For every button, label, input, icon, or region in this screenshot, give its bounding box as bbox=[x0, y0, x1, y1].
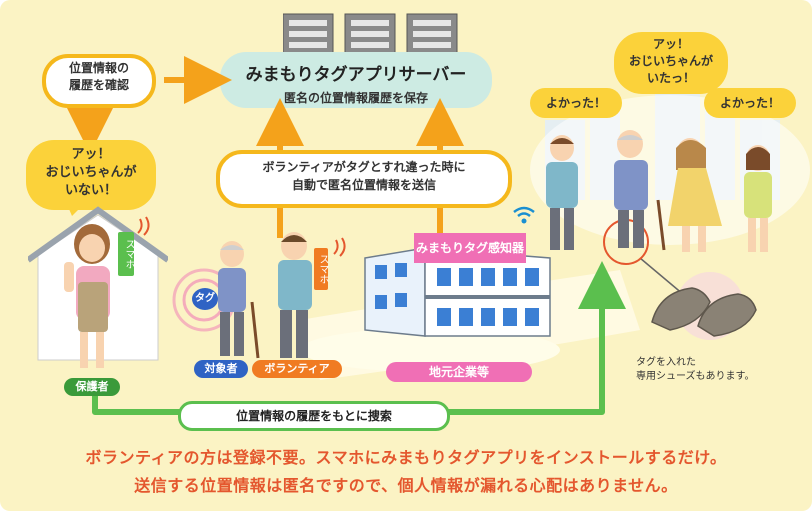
guardian-label: 保護者 bbox=[64, 378, 120, 396]
server-title: みまもりタグアプリサーバー bbox=[245, 65, 467, 85]
guardian-person-icon bbox=[64, 224, 110, 368]
server-subtitle: 匿名の位置情報履歴を保存 bbox=[283, 91, 428, 105]
history-check-bubble: 位置情報の 履歴を確認 bbox=[42, 54, 156, 108]
shoes-note-line1: タグを入れた bbox=[636, 357, 696, 368]
tag-shoes-icon bbox=[651, 272, 757, 340]
guardian-alert-line3: いない！ bbox=[64, 183, 117, 198]
footer-line1: ボランティアの方は登録不要。スマホにみまもりタグアプリをインストールするだけ。 bbox=[85, 448, 727, 467]
guardian-alert-line2: おじいちゃんが bbox=[45, 165, 137, 180]
yokatta-left-text: よかった！ bbox=[545, 96, 606, 110]
elderly-target-person-icon bbox=[218, 241, 260, 359]
guardian-alert-line1: アッ！ bbox=[71, 147, 111, 162]
volunteer-label: ボランティア bbox=[252, 360, 342, 378]
local-business-label: 地元企業等 bbox=[386, 362, 532, 382]
found-line2: おじいちゃんが bbox=[628, 54, 713, 68]
guardian-alert-bubble: アッ！ おじいちゃんが いない！ bbox=[26, 140, 156, 210]
tag-badge: タグ bbox=[192, 288, 218, 310]
found-bubble: アッ！ おじいちゃんが いたっ！ bbox=[614, 32, 728, 94]
shoes-note: タグを入れた 専用シューズもあります。 bbox=[636, 356, 796, 384]
yokatta-right-bubble: よかった！ bbox=[704, 88, 796, 118]
found-line1: アッ！ bbox=[652, 37, 689, 51]
search-label: 位置情報の履歴をもとに捜索 bbox=[236, 409, 392, 423]
footer-line2: 送信する位置情報は匿名ですので、個人情報が漏れる心配はありません。 bbox=[134, 476, 678, 495]
history-check-line2: 履歴を確認 bbox=[68, 78, 129, 92]
shoes-note-line2: 専用シューズもあります。 bbox=[636, 371, 755, 382]
smartphone-volunteer-label: スマホ bbox=[317, 254, 328, 284]
volunteer-note-line1: ボランティアがタグとすれ違った時に bbox=[262, 160, 466, 174]
history-check-line1: 位置情報の bbox=[68, 61, 129, 75]
smartphone-guardian-label: スマホ bbox=[123, 239, 134, 269]
detector-label: みまもりタグ感知器 bbox=[414, 233, 526, 263]
found-line3: いたっ！ bbox=[646, 71, 695, 85]
wifi-signal-icon bbox=[513, 206, 535, 224]
smartphone-guardian-icon: スマホ bbox=[118, 232, 134, 276]
server-rack-icons bbox=[283, 13, 458, 55]
volunteer-note-line2: 自動で匿名位置情報を送信 bbox=[291, 178, 436, 192]
target-person-label: 対象者 bbox=[194, 360, 248, 378]
yokatta-right-text: よかった！ bbox=[719, 96, 780, 110]
yokatta-left-bubble: よかった！ bbox=[530, 88, 622, 118]
volunteer-note-bubble: ボランティアがタグとすれ違った時に 自動で匿名位置情報を送信 bbox=[216, 150, 512, 208]
volunteer-person-icon bbox=[278, 232, 312, 358]
bubble-tail bbox=[66, 202, 86, 216]
tag-label: タグ bbox=[195, 293, 215, 304]
signal-waves-icon bbox=[137, 216, 150, 236]
smartphone-volunteer-icon: スマホ bbox=[314, 248, 328, 290]
building-illustration bbox=[364, 247, 551, 337]
signal-waves-icon bbox=[333, 237, 346, 257]
search-label-box: 位置情報の履歴をもとに捜索 bbox=[178, 401, 450, 431]
reunion-people-icons bbox=[546, 130, 772, 252]
